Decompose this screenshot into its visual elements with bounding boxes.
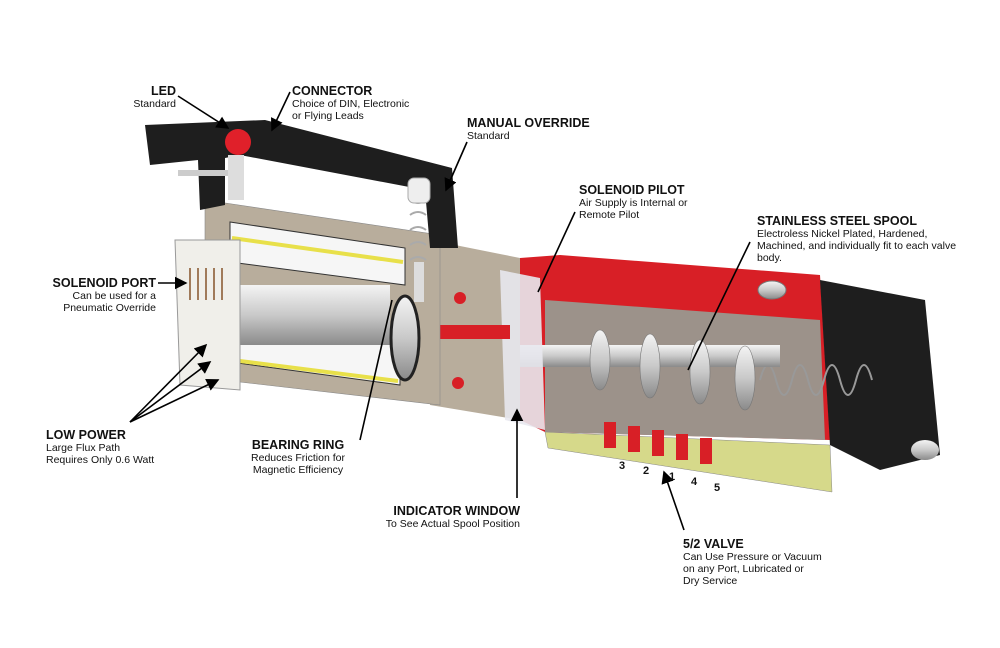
callout-title: STAINLESS STEEL SPOOL	[757, 214, 917, 228]
base-gasket	[544, 431, 833, 493]
port-thread	[189, 268, 223, 300]
return-spring	[759, 364, 873, 396]
coil-winding	[231, 236, 404, 264]
pilot-port	[452, 377, 464, 389]
top-screw	[757, 280, 787, 300]
callout-line: Standard	[467, 130, 510, 142]
callout-line: Remote Pilot	[579, 209, 640, 221]
callout-line: Reduces Friction for	[251, 452, 345, 464]
callout-title: CONNECTOR	[292, 84, 373, 98]
valve-body-shade	[545, 300, 825, 440]
callout-line: Can Use Pressure or Vacuum	[683, 551, 822, 563]
callout-solenoid-pilot: SOLENOID PILOT Air Supply is Internal or…	[579, 183, 688, 221]
callout-title: SOLENOID PILOT	[579, 183, 685, 197]
port-number: 2	[643, 465, 650, 477]
callout-title: SOLENOID PORT	[52, 276, 156, 290]
port-number: 3	[619, 460, 626, 472]
callout-title: 5/2 VALVE	[683, 537, 744, 551]
coil-winding	[231, 358, 399, 383]
callout-title: LED	[151, 84, 176, 98]
callout-line: Machined, and individually fit to each v…	[757, 240, 957, 252]
callout-indicator-window: INDICATOR WINDOW To See Actual Spool Pos…	[360, 504, 520, 530]
ports	[604, 422, 712, 464]
callout-line: Standard	[133, 98, 176, 110]
callout-title: MANUAL OVERRIDE	[467, 116, 590, 130]
callout-line: Can be used for a	[72, 290, 156, 302]
callout-line: Electroless Nickel Plated, Hardened,	[757, 228, 928, 240]
callout-title: INDICATOR WINDOW	[393, 504, 520, 518]
port-number: 1	[669, 471, 676, 483]
port-number: 5	[714, 482, 721, 494]
connector-housing	[145, 120, 458, 248]
port-fitting	[174, 239, 241, 391]
leader-lines	[129, 91, 751, 531]
callout-stainless-steel-spool: STAINLESS STEEL SPOOL Electroless Nickel…	[757, 214, 956, 264]
end-cap	[820, 280, 940, 470]
callout-connector: CONNECTOR Choice of DIN, Electronic or F…	[292, 84, 409, 122]
callout-line: body.	[757, 252, 782, 264]
pilot-passage	[440, 325, 510, 339]
callout-line: Pneumatic Override	[63, 302, 156, 314]
callout-line: or Flying Leads	[292, 110, 364, 122]
port-number: 4	[691, 476, 698, 488]
manual-override	[407, 177, 431, 302]
callout-line: Requires Only 0.6 Watt	[46, 454, 155, 466]
callout-line: on any Port, Lubricated or	[683, 563, 804, 575]
callout-low-power: LOW POWER Large Flux Path Requires Only …	[46, 428, 154, 466]
callout-led: LED Standard	[90, 84, 176, 110]
indicator-window	[500, 270, 545, 430]
callout-title: BEARING RING	[251, 438, 345, 452]
callout-solenoid-port: SOLENOID PORT Can be used for a Pneumati…	[30, 276, 156, 314]
plunger	[240, 285, 390, 345]
callout-line: Air Supply is Internal or	[579, 197, 688, 209]
callout-line: Large Flux Path	[46, 442, 121, 454]
bearing-ring	[389, 294, 421, 382]
callout-line: Choice of DIN, Electronic	[292, 98, 410, 110]
callout-line: Magnetic Efficiency	[252, 464, 344, 476]
pilot-port	[454, 292, 466, 304]
led-lamp	[225, 129, 251, 155]
callout-line: To See Actual Spool Position	[385, 518, 520, 530]
callout-5-2-valve: 5/2 VALVE Can Use Pressure or Vacuum on …	[683, 537, 822, 587]
connector-pin	[178, 170, 228, 176]
callout-title: LOW POWER	[46, 428, 126, 442]
end-screw	[911, 440, 939, 460]
callout-bearing-ring: BEARING RING Reduces Friction for Magnet…	[236, 438, 360, 476]
callout-manual-override: MANUAL OVERRIDE Standard	[467, 116, 590, 142]
led-base	[228, 155, 244, 200]
callout-line: Dry Service	[683, 575, 738, 587]
